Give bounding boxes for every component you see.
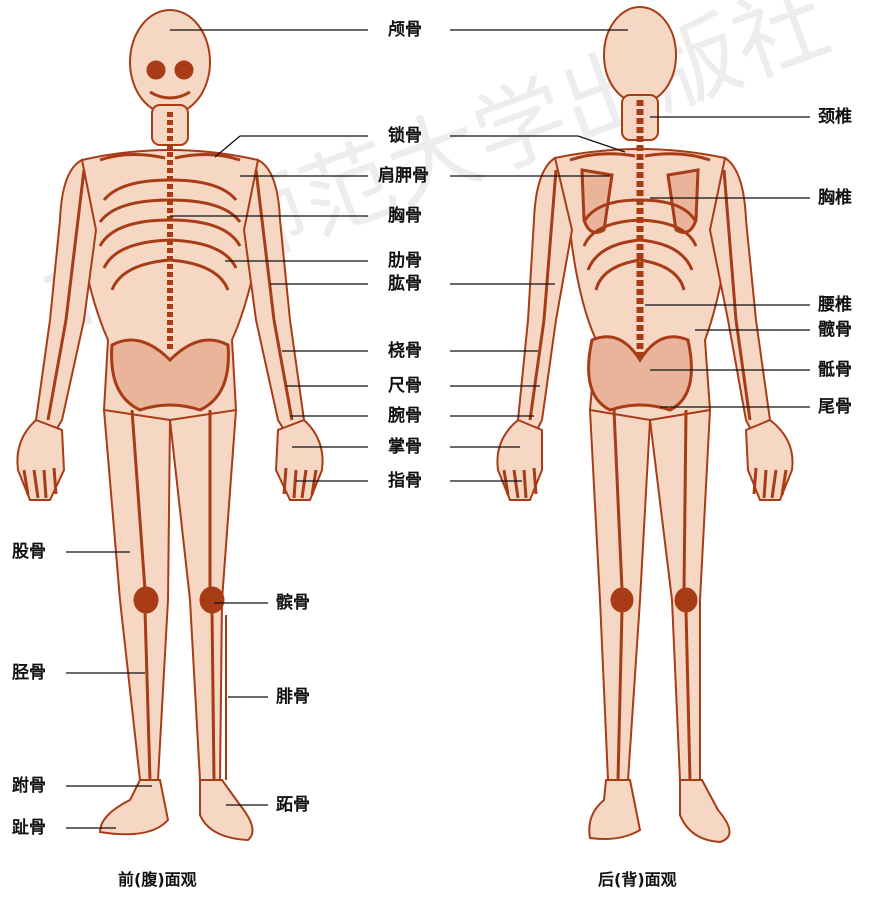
front-right-arm [244,160,304,440]
back-right-arm [710,158,770,440]
label-skull: 颅骨 [388,20,422,40]
back-figure [497,7,792,842]
front-left-arm [36,160,96,440]
caption-back-view: 后(背)面观 [598,866,677,890]
label-ulna: 尺骨 [388,376,422,396]
label-patella: 髌骨 [276,593,310,613]
label-clavicle: 锁骨 [388,126,422,146]
label-toe-bones: 趾骨 [12,818,46,838]
label-fibula: 腓骨 [276,687,310,707]
label-thoracic-vertebrae: 胸椎 [818,188,852,208]
label-tibia: 胫骨 [12,663,46,683]
label-humerus: 肱骨 [388,274,422,294]
label-scapula: 肩胛骨 [378,166,429,186]
caption-front-view: 前(腹)面观 [118,866,197,890]
front-left-foot [100,780,168,834]
label-metatarsals: 跖骨 [276,795,310,815]
label-carpals: 腕骨 [388,406,422,426]
label-sacrum: 骶骨 [818,360,852,380]
back-left-foot [589,780,640,839]
label-hip-bone: 髋骨 [818,320,852,340]
label-coccyx: 尾骨 [818,397,852,417]
back-right-foot [680,780,730,842]
label-phalanges: 指骨 [388,471,422,491]
label-cervical-vertebrae: 颈椎 [818,107,852,127]
label-lumbar-vertebrae: 腰椎 [818,295,852,315]
back-head [604,7,676,103]
label-ribs: 肋骨 [388,251,422,271]
label-femur: 股骨 [12,542,46,562]
label-metacarpals: 掌骨 [388,437,422,457]
label-radius: 桡骨 [388,341,422,361]
label-tarsals: 跗骨 [12,776,46,796]
front-figure [17,10,322,840]
front-right-foot [200,780,253,840]
label-sternum: 胸骨 [388,206,422,226]
